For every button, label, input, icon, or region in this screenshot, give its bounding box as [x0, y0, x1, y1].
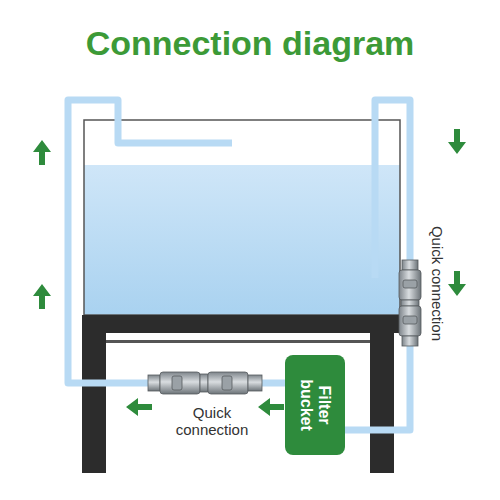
- quick-connection-fitting: [148, 372, 262, 394]
- flow-arrow: [33, 129, 466, 416]
- filter-bucket: Filter bucket: [285, 355, 345, 455]
- diagram-title: Connection diagram: [86, 24, 415, 63]
- node-label: Filter bucket: [297, 375, 333, 435]
- water: [84, 165, 400, 315]
- fitting-label: Quick connection: [166, 404, 258, 438]
- quick-connection-fitting: [399, 260, 421, 346]
- tank: [84, 120, 400, 315]
- stand: [82, 315, 402, 473]
- fitting-label: Quick connection: [429, 203, 446, 363]
- hose: [68, 100, 410, 430]
